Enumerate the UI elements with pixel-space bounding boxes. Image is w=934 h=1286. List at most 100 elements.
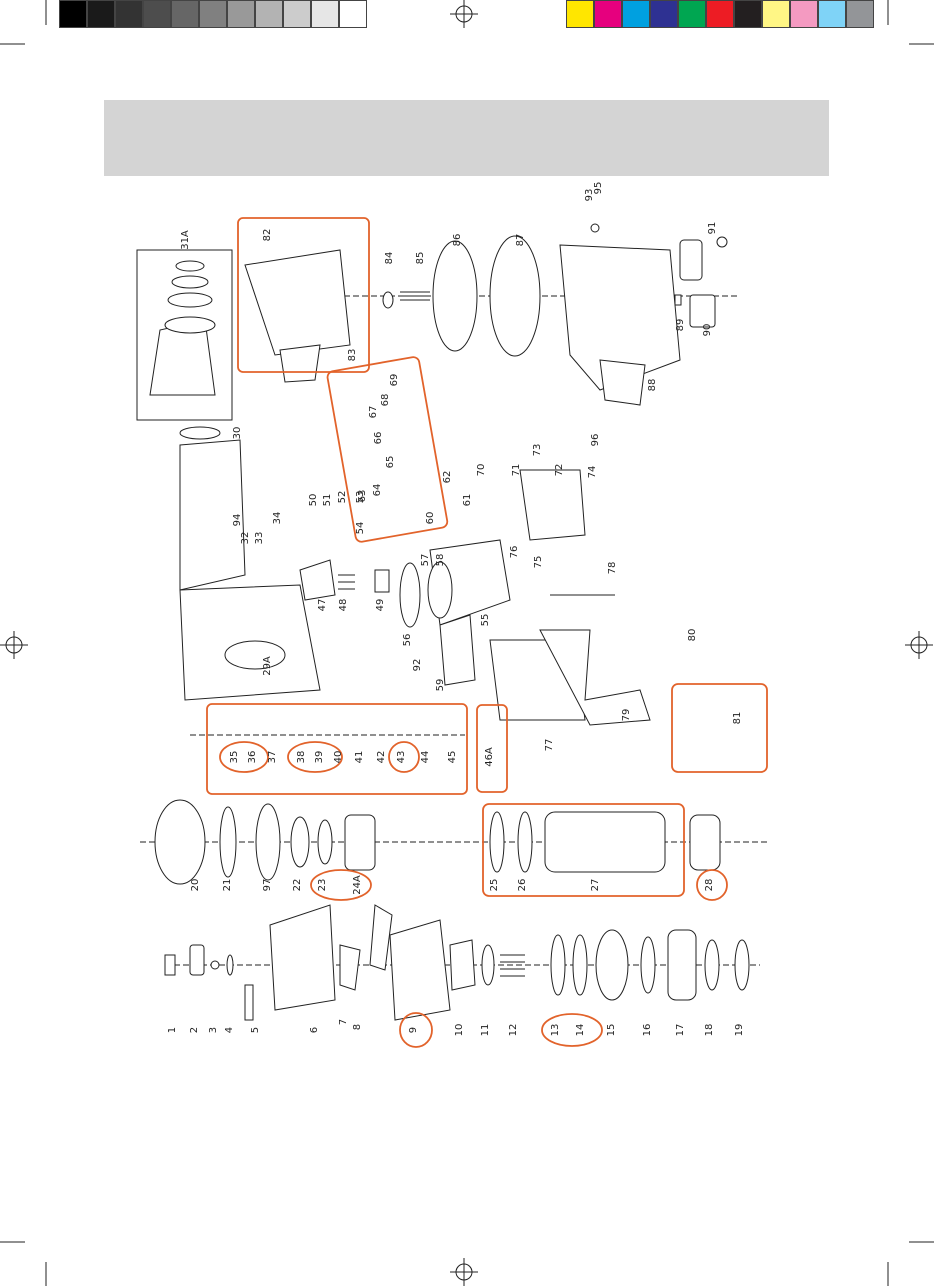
part-label-82: 82 bbox=[262, 229, 273, 242]
part-label-79: 79 bbox=[621, 709, 632, 722]
part-label-34: 34 bbox=[272, 512, 283, 525]
part-label-28: 28 bbox=[704, 879, 715, 892]
part-label-33: 33 bbox=[254, 532, 265, 545]
part-label-24a: 24A bbox=[352, 875, 363, 895]
part-label-87: 87 bbox=[515, 234, 526, 247]
part-label-72: 72 bbox=[554, 464, 565, 477]
part-label-31a: 31A bbox=[180, 230, 191, 250]
part-label-85: 85 bbox=[415, 252, 426, 265]
part-label-30: 30 bbox=[232, 427, 243, 440]
part-label-20: 20 bbox=[190, 879, 201, 892]
part-label-26: 26 bbox=[517, 879, 528, 892]
part-label-86: 86 bbox=[452, 234, 463, 247]
part-label-9: 9 bbox=[408, 1027, 419, 1033]
part-label-56: 56 bbox=[402, 634, 413, 647]
part-label-40: 40 bbox=[333, 751, 344, 764]
part-label-3: 3 bbox=[208, 1027, 219, 1033]
part-label-10: 10 bbox=[454, 1024, 465, 1037]
part-label-42: 42 bbox=[376, 751, 387, 764]
part-label-89: 89 bbox=[675, 319, 686, 332]
canister-group bbox=[245, 224, 727, 405]
part-label-16: 16 bbox=[642, 1024, 653, 1037]
part-label-73: 73 bbox=[532, 444, 543, 457]
part-label-80: 80 bbox=[687, 629, 698, 642]
part-label-81: 81 bbox=[732, 712, 743, 725]
part-label-59: 59 bbox=[435, 679, 446, 692]
registration-mark-left bbox=[0, 631, 28, 659]
part-label-15: 15 bbox=[606, 1024, 617, 1037]
part-label-2: 2 bbox=[189, 1027, 200, 1033]
part-label-83: 83 bbox=[347, 349, 358, 362]
part-label-61: 61 bbox=[462, 494, 473, 507]
part-label-39: 39 bbox=[314, 751, 325, 764]
part-label-63: 63 bbox=[357, 490, 368, 503]
part-label-12: 12 bbox=[508, 1024, 519, 1037]
part-label-67: 67 bbox=[368, 406, 379, 419]
part-label-18: 18 bbox=[704, 1024, 715, 1037]
part-label-47: 47 bbox=[317, 599, 328, 612]
part-label-90: 90 bbox=[702, 324, 713, 337]
part-label-7: 7 bbox=[338, 1019, 349, 1025]
part-label-21: 21 bbox=[222, 879, 233, 892]
part-label-22: 22 bbox=[292, 879, 303, 892]
part-label-84: 84 bbox=[384, 252, 395, 265]
part-label-78: 78 bbox=[607, 562, 618, 575]
parts-row-bottom bbox=[165, 905, 749, 1020]
part-label-97: 97 bbox=[262, 879, 273, 892]
part-label-13: 13 bbox=[550, 1024, 561, 1037]
part-label-52: 52 bbox=[337, 491, 348, 504]
part-label-49: 49 bbox=[375, 599, 386, 612]
part-label-68: 68 bbox=[380, 394, 391, 407]
part-label-76: 76 bbox=[509, 546, 520, 559]
part-label-58: 58 bbox=[435, 554, 446, 567]
part-label-36: 36 bbox=[247, 751, 258, 764]
part-label-70: 70 bbox=[476, 464, 487, 477]
part-label-25: 25 bbox=[489, 879, 500, 892]
part-label-96: 96 bbox=[590, 434, 601, 447]
part-label-91: 91 bbox=[707, 222, 718, 235]
part-label-51: 51 bbox=[322, 494, 333, 507]
part-label-71: 71 bbox=[511, 464, 522, 477]
part-label-54: 54 bbox=[355, 522, 366, 535]
part-label-37: 37 bbox=[267, 751, 278, 764]
part-label-38: 38 bbox=[296, 751, 307, 764]
part-label-69: 69 bbox=[389, 374, 400, 387]
part-label-4: 4 bbox=[224, 1027, 235, 1033]
part-label-44: 44 bbox=[420, 751, 431, 764]
part-label-14: 14 bbox=[575, 1024, 586, 1037]
part-label-29a: 29A bbox=[262, 656, 273, 676]
part-label-88: 88 bbox=[647, 379, 658, 392]
part-label-57: 57 bbox=[420, 554, 431, 567]
registration-mark-top bbox=[450, 0, 478, 28]
part-label-60: 60 bbox=[425, 512, 436, 525]
part-label-1: 1 bbox=[167, 1027, 178, 1033]
valve-group bbox=[300, 470, 650, 725]
part-label-94: 94 bbox=[232, 514, 243, 527]
part-label-43: 43 bbox=[396, 751, 407, 764]
part-label-17: 17 bbox=[675, 1024, 686, 1037]
part-label-50: 50 bbox=[308, 494, 319, 507]
part-label-66: 66 bbox=[373, 432, 384, 445]
part-label-64: 64 bbox=[372, 484, 383, 497]
part-label-62: 62 bbox=[442, 471, 453, 484]
part-label-55: 55 bbox=[480, 614, 491, 627]
part-label-6: 6 bbox=[309, 1027, 320, 1033]
registration-mark-bottom bbox=[450, 1258, 478, 1286]
part-label-23: 23 bbox=[317, 879, 328, 892]
part-label-27: 27 bbox=[590, 879, 601, 892]
part-label-5: 5 bbox=[250, 1027, 261, 1033]
part-label-46a: 46A bbox=[484, 747, 495, 767]
part-label-41: 41 bbox=[354, 751, 365, 764]
part-label-19: 19 bbox=[734, 1024, 745, 1037]
part-label-75: 75 bbox=[533, 556, 544, 569]
part-label-45: 45 bbox=[447, 751, 458, 764]
part-label-8: 8 bbox=[352, 1024, 363, 1030]
part-label-32: 32 bbox=[240, 532, 251, 545]
part-label-11: 11 bbox=[480, 1024, 491, 1037]
part-label-95: 95 bbox=[593, 182, 604, 195]
registration-mark-right bbox=[905, 631, 933, 659]
part-label-65: 65 bbox=[385, 456, 396, 469]
part-label-77: 77 bbox=[544, 739, 555, 752]
